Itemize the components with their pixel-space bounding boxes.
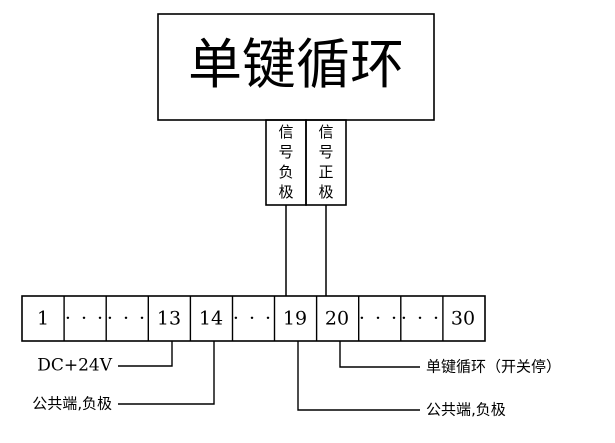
signal-negative-char-3: 极 [278, 183, 293, 201]
annotation-dc-24v-label: DC+24V [37, 356, 113, 376]
signal-positive-char-0: 信 [318, 123, 333, 141]
annotation-single-key-cycle-label: 单键循环（开关停） [426, 358, 561, 376]
leader-dc-24v [118, 341, 173, 367]
signal-negative-char-2: 负 [278, 163, 293, 181]
terminal-cell-1[interactable]: 1 [37, 308, 49, 330]
terminal-cell-dots-2: · · · [107, 308, 147, 330]
terminal-cell-19[interactable]: 19 [283, 308, 307, 330]
terminal-cell-13[interactable]: 13 [157, 308, 181, 330]
terminal-cell-20[interactable]: 20 [325, 308, 349, 330]
signal-negative-char-1: 号 [278, 143, 293, 161]
terminal-cell-dots-1: · · · [65, 308, 105, 330]
signal-negative-char-0: 信 [278, 123, 293, 141]
title-label: 单键循环 [188, 33, 404, 96]
signal-positive-char-3: 极 [318, 183, 333, 201]
terminal-cell-dots-3: · · · [233, 308, 273, 330]
terminal-strip [21, 295, 486, 342]
terminal-cell-30[interactable]: 30 [451, 308, 475, 330]
signal-positive-char-2: 正 [318, 163, 333, 181]
annotation-common-negative-left-label: 公共端‚负极 [32, 395, 112, 413]
leader-single-key-cycle [339, 341, 420, 368]
signal-positive-char-1: 号 [318, 143, 333, 161]
leader-common-negative-left [118, 341, 215, 405]
terminal-cell-dots-5: · · · [401, 308, 441, 330]
annotation-common-negative-right-label: 公共端‚负极 [426, 401, 506, 419]
terminal-cell-14[interactable]: 14 [199, 308, 223, 330]
terminal-cell-dots-4: · · · [359, 308, 399, 330]
leader-common-negative-right [297, 341, 420, 411]
